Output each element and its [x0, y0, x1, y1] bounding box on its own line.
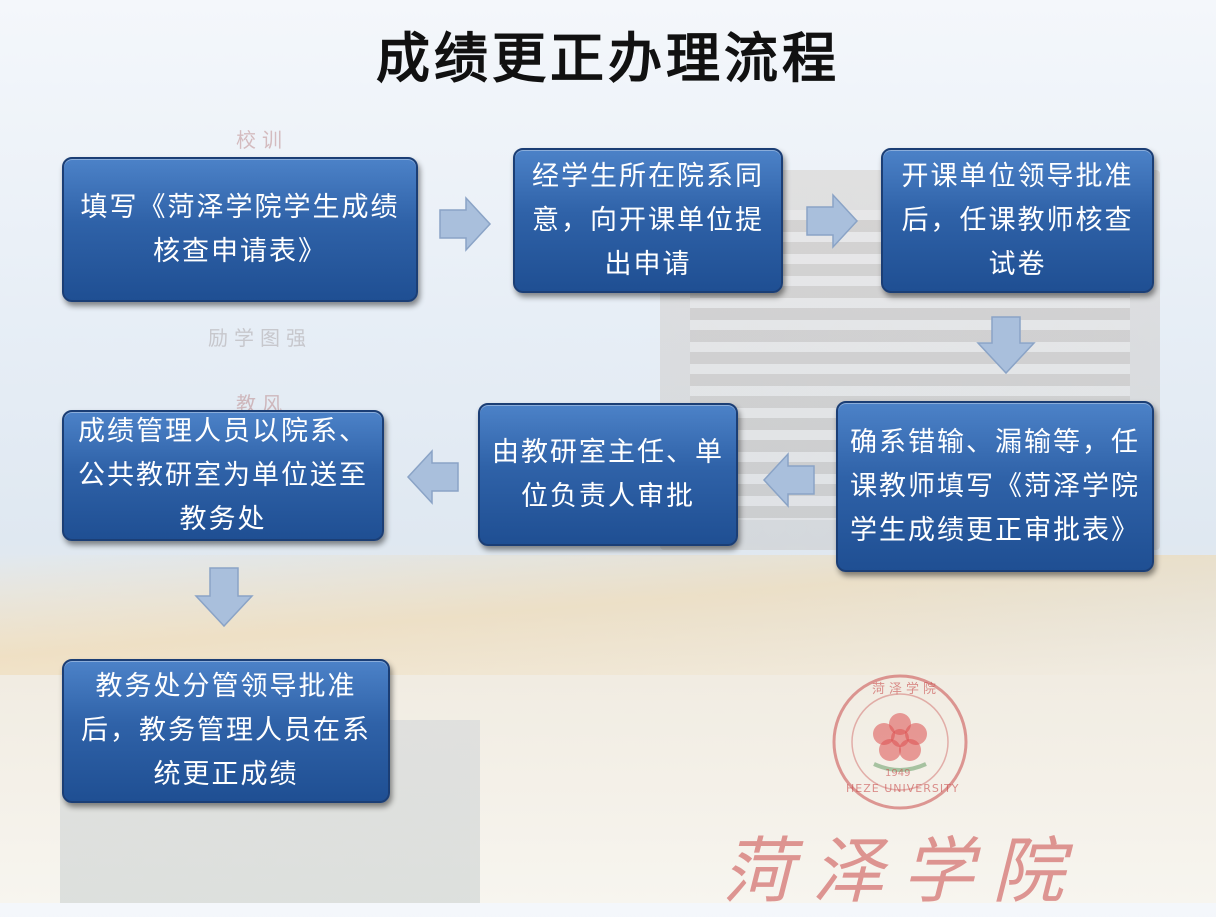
school-logo-text: 菏泽学院 [722, 829, 1083, 913]
step-4-box: 确系错输、漏输等，任课教师填写《菏泽学院学生成绩更正审批表》 [836, 401, 1154, 572]
motto-line-2: 励学图强 [208, 326, 312, 350]
step-7-box: 教务处分管领导批准后，教务管理人员在系统更正成绩 [62, 659, 390, 803]
arrow-right-1-icon [438, 196, 492, 252]
step-4-text: 确系错输、漏输等，任课教师填写《菏泽学院学生成绩更正审批表》 [850, 426, 1140, 546]
step-5-box: 由教研室主任、单位负责人审批 [478, 403, 738, 546]
background-band [0, 555, 1216, 675]
step-5-text: 由教研室主任、单位负责人审批 [492, 436, 724, 512]
arrow-left-2-icon [406, 449, 460, 505]
step-7-text: 教务处分管领导批准后，教务管理人员在系统更正成绩 [81, 671, 371, 790]
page-title: 成绩更正办理流程 [376, 27, 840, 90]
arrow-right-2-icon [805, 193, 859, 249]
arrow-down-2-icon [194, 566, 254, 628]
step-1-text: 填写《菏泽学院学生成绩核查申请表》 [80, 191, 400, 267]
step-6-text: 成绩管理人员以院系、公共教研室为单位送至教务处 [78, 415, 368, 535]
step-3-text: 开课单位领导批准后，任课教师核查试卷 [901, 160, 1134, 280]
seal-year: 1949 [885, 768, 911, 779]
step-2-text: 经学生所在院系同意，向开课单位提出申请 [532, 160, 764, 280]
step-1-box: 填写《菏泽学院学生成绩核查申请表》 [62, 157, 418, 302]
university-seal-icon [832, 674, 968, 810]
arrow-left-1-icon [762, 452, 816, 508]
step-3-box: 开课单位领导批准后，任课教师核查试卷 [881, 148, 1154, 293]
seal-text-top: 菏泽学院 [872, 682, 941, 697]
step-2-box: 经学生所在院系同意，向开课单位提出申请 [513, 148, 783, 293]
motto-heading-1: 校训 [236, 128, 288, 152]
seal-text-bottom: HEZE UNIVERSITY [846, 782, 960, 795]
step-6-box: 成绩管理人员以院系、公共教研室为单位送至教务处 [62, 410, 384, 541]
arrow-down-1-icon [976, 315, 1036, 375]
